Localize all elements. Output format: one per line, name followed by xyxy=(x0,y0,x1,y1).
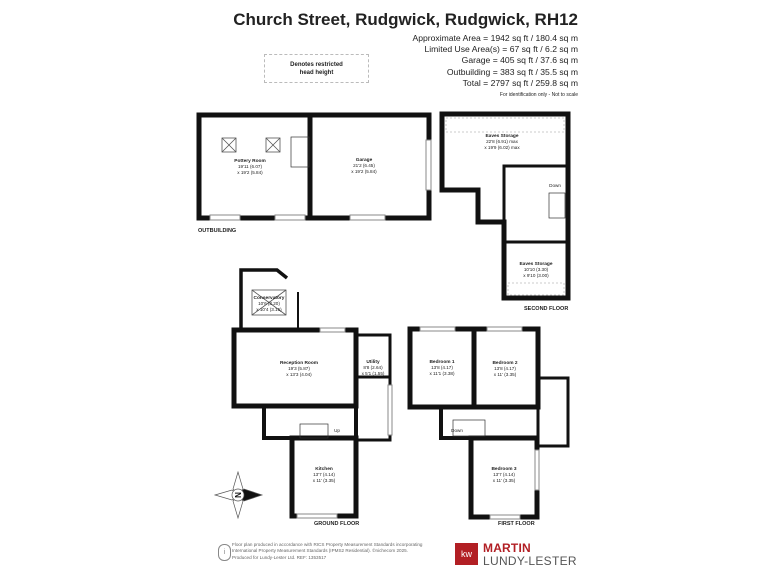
kw-logo: kw xyxy=(455,543,478,565)
second-floor-walls xyxy=(439,111,571,301)
svg-text:13'7 (4.14): 13'7 (4.14) xyxy=(313,472,335,477)
svg-text:x 19'2 (5.84): x 19'2 (5.84) xyxy=(351,169,377,174)
footer-line2: International Property Measurement Stand… xyxy=(232,548,408,554)
stairs-icons xyxy=(290,136,566,439)
footer-disclaimer: Floor plan produced in accordance with R… xyxy=(232,542,452,561)
first-stairs-label: Down xyxy=(451,428,463,433)
outbuilding-walls xyxy=(196,112,432,221)
svg-text:Garage: Garage xyxy=(356,157,373,163)
info-icon: i xyxy=(218,544,231,561)
room-eaves-storage-2: Eaves Storage 10'10 (3.30) x 9'10 (3.00) xyxy=(519,261,552,278)
compass-icon: N xyxy=(213,470,264,520)
svg-text:N: N xyxy=(234,492,243,498)
first-floor-walls xyxy=(407,326,570,520)
area-total: Total = 2797 sq ft / 259.8 sq m xyxy=(462,77,578,88)
area-approximate: Approximate Area = 1942 sq ft / 180.4 sq… xyxy=(412,33,578,43)
room-kitchen: Kitchen 13'7 (4.14) x 11' (3.35) xyxy=(313,466,336,483)
first-floor-label: FIRST FLOOR xyxy=(498,521,535,527)
svg-text:13'7 (4.14): 13'7 (4.14) xyxy=(493,472,515,477)
svg-text:Eaves Storage: Eaves Storage xyxy=(485,133,518,139)
svg-text:13'8 (4.17): 13'8 (4.17) xyxy=(431,365,453,370)
room-eaves-storage-1: Eaves Storage 22'8 (6.91) max x 19'9 (6.… xyxy=(484,133,520,150)
room-conservatory: Conservatory 10'6 (3.20) x 10'4 (3.15) xyxy=(254,295,285,312)
svg-text:Pottery Room: Pottery Room xyxy=(234,158,265,164)
ground-floor-label: GROUND FLOOR xyxy=(314,521,359,527)
skylight-icons xyxy=(221,137,287,316)
svg-text:x 5'1 (1.55): x 5'1 (1.55) xyxy=(362,371,385,376)
svg-text:Conservatory: Conservatory xyxy=(254,295,285,301)
legend-line1: Denotes restricted xyxy=(290,61,343,68)
room-utility: Utility 8'8 (2.64) x 5'1 (1.55) xyxy=(362,359,385,376)
legend-line2: head height xyxy=(299,69,334,76)
svg-text:19'3 (5.87): 19'3 (5.87) xyxy=(288,366,310,371)
svg-text:Bedroom 3: Bedroom 3 xyxy=(491,466,516,472)
brand-name-line2: LUNDY-LESTER xyxy=(483,554,577,568)
second-floor-label: SECOND FLOOR xyxy=(524,306,568,312)
ground-stairs-label: Up xyxy=(334,428,340,433)
room-bedroom-3: Bedroom 3 13'7 (4.14) x 11' (3.35) xyxy=(491,466,516,483)
svg-text:x 11' (3.35): x 11' (3.35) xyxy=(313,478,336,483)
restricted-height-legend: Denotes restricted head height xyxy=(264,54,369,83)
svg-text:x 9'10 (3.00): x 9'10 (3.00) xyxy=(523,273,549,278)
footer-line3: Produced for Lundy-Lester Ltd. REF: 1353… xyxy=(232,554,327,560)
scale-note: For identification only - Not to scale xyxy=(499,92,578,99)
svg-text:x 13'3 (4.04): x 13'3 (4.04) xyxy=(286,372,312,377)
area-summary: Approximate Area = 1942 sq ft / 180.4 sq… xyxy=(412,33,578,101)
svg-text:Utility: Utility xyxy=(366,359,380,365)
svg-text:x 19'2 (5.84): x 19'2 (5.84) xyxy=(237,170,263,175)
svg-text:x 11'1 (3.38): x 11'1 (3.38) xyxy=(429,371,455,376)
room-bedroom-2: Bedroom 2 13'8 (4.17) x 11' (3.35) xyxy=(492,360,517,377)
svg-text:10'10 (3.30): 10'10 (3.30) xyxy=(524,267,549,272)
outbuilding-label: OUTBUILDING xyxy=(198,228,236,234)
svg-text:13'8 (4.17): 13'8 (4.17) xyxy=(494,366,516,371)
property-title: Church Street, Rudgwick, Rudgwick, RH12 xyxy=(233,10,578,29)
svg-text:Reception Room: Reception Room xyxy=(280,360,318,366)
svg-text:8'8 (2.64): 8'8 (2.64) xyxy=(363,365,383,370)
svg-text:x 11' (3.35): x 11' (3.35) xyxy=(493,478,516,483)
svg-text:19'11 (6.07): 19'11 (6.07) xyxy=(238,164,263,169)
room-bedroom-1: Bedroom 1 13'8 (4.17) x 11'1 (3.38) xyxy=(429,359,455,376)
room-garage: Garage 21'2 (6.45) x 19'2 (5.84) xyxy=(351,157,377,174)
area-outbuilding: Outbuilding = 383 sq ft / 35.5 sq m xyxy=(446,66,578,77)
svg-text:21'2 (6.45): 21'2 (6.45) xyxy=(353,163,375,168)
svg-text:Eaves Storage: Eaves Storage xyxy=(519,261,552,267)
footer-line1: Floor plan produced in accordance with R… xyxy=(232,542,423,547)
second-stairs-label: Down xyxy=(549,183,561,188)
svg-text:x 11' (3.35): x 11' (3.35) xyxy=(494,372,517,377)
svg-text:x 10'4 (3.15): x 10'4 (3.15) xyxy=(256,307,282,312)
svg-text:10'6 (3.20): 10'6 (3.20) xyxy=(258,301,280,306)
svg-text:Bedroom 1: Bedroom 1 xyxy=(429,359,454,365)
svg-text:22'8 (6.91) max: 22'8 (6.91) max xyxy=(486,139,518,144)
svg-text:Kitchen: Kitchen xyxy=(315,466,333,472)
room-pottery: Pottery Room 19'11 (6.07) x 19'2 (5.84) xyxy=(234,158,265,175)
area-limited-use: Limited Use Area(s) = 67 sq ft / 6.2 sq … xyxy=(424,44,578,55)
svg-text:Bedroom 2: Bedroom 2 xyxy=(492,360,517,366)
brand-name-line1: MARTIN xyxy=(483,541,531,555)
room-reception: Reception Room 19'3 (5.87) x 13'3 (4.04) xyxy=(280,360,318,377)
svg-text:x 19'9 (6.02) max: x 19'9 (6.02) max xyxy=(484,145,520,150)
area-garage: Garage = 405 sq ft / 37.6 sq m xyxy=(461,55,578,66)
